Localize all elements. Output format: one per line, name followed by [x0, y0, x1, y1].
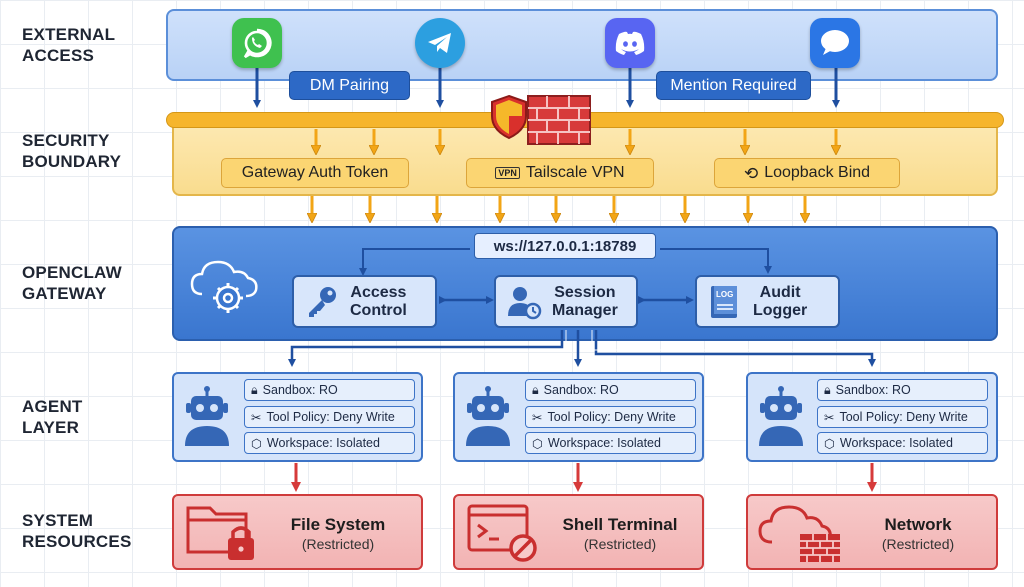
log-book-icon: LOG: [707, 283, 743, 321]
discord-icon: [605, 18, 655, 68]
folder-lock-icon: [184, 500, 264, 566]
tool-policy-text: Tool Policy: Deny Write: [266, 410, 395, 424]
cube-icon: ⬡: [532, 436, 543, 451]
firewall-icon: [527, 95, 591, 145]
sandbox-policy: 🔒︎ Sandbox: RO: [244, 379, 415, 401]
tool-policy: ✂︎ Tool Policy: Deny Write: [525, 406, 696, 428]
tool-policy: ✂︎ Tool Policy: Deny Write: [244, 406, 415, 428]
workspace-policy-text: Workspace: Isolated: [266, 436, 380, 450]
tool-policy: ✂︎ Tool Policy: Deny Write: [817, 406, 988, 428]
audit-logger-label: Audit Logger: [753, 283, 808, 319]
mention-required-label: Mention Required: [656, 71, 811, 100]
sandbox-policy-text: Sandbox: RO: [262, 383, 338, 397]
workspace-policy-text: Workspace: Isolated: [547, 436, 661, 450]
sandbox-policy: 🔒︎ Sandbox: RO: [817, 379, 988, 401]
dm-pairing-label: DM Pairing: [289, 71, 410, 100]
tailscale-vpn-text: Tailscale VPN: [525, 164, 625, 181]
loopback-bind-label: ⟲ Loopback Bind: [714, 158, 900, 188]
workspace-policy: ⬡ Workspace: Isolated: [244, 432, 415, 454]
cube-icon: ⬡: [251, 436, 262, 451]
file-system-sub: (Restricted): [301, 536, 375, 552]
tailscale-vpn-label: VPN Tailscale VPN: [466, 158, 654, 188]
loopback-icon: ⟲: [743, 163, 759, 183]
row-label-security-boundary: SECURITY BOUNDARY: [22, 131, 122, 171]
file-system-card: [172, 494, 423, 570]
access-control-box: Access Control: [292, 275, 437, 328]
telegram-icon: [415, 18, 465, 68]
tools-icon: ✂︎: [532, 410, 543, 425]
cloud-gear-icon: [188, 254, 262, 318]
cube-icon: ⬡: [824, 436, 835, 451]
workspace-policy: ⬡ Workspace: Isolated: [525, 432, 696, 454]
lock-icon: 🔒︎: [251, 382, 258, 397]
sandbox-policy: 🔒︎ Sandbox: RO: [525, 379, 696, 401]
tools-icon: ✂︎: [824, 410, 835, 425]
key-icon: [304, 284, 340, 320]
ws-url-label: ws://127.0.0.1:18789: [474, 233, 656, 259]
audit-logger-box: LOG Audit Logger: [695, 275, 840, 328]
lock-icon: 🔒︎: [824, 382, 831, 397]
network-sub: (Restricted): [881, 536, 955, 552]
loopback-bind-text: Loopback Bind: [764, 164, 871, 181]
tool-policy-text: Tool Policy: Deny Write: [839, 410, 968, 424]
robot-icon: [755, 386, 807, 448]
robot-icon: [462, 386, 514, 448]
row-label-openclaw-gateway: OPENCLAW GATEWAY: [22, 263, 122, 303]
gateway-auth-token-text: Gateway Auth Token: [241, 164, 389, 181]
sandbox-policy-text: Sandbox: RO: [835, 383, 911, 397]
shield-icon: [489, 94, 529, 140]
access-control-label: Access Control: [350, 283, 407, 319]
session-manager-label: Session Manager: [552, 283, 618, 319]
messages-icon: [810, 18, 860, 68]
user-clock-icon: [506, 284, 542, 320]
gateway-auth-token-label: Gateway Auth Token: [221, 158, 409, 188]
tool-policy-text: Tool Policy: Deny Write: [547, 410, 676, 424]
lock-icon: 🔒︎: [532, 382, 539, 397]
vpn-badge-icon: VPN: [495, 167, 520, 179]
cloud-firewall-icon: [758, 500, 846, 566]
shell-terminal-title: Shell Terminal: [562, 515, 678, 534]
workspace-policy-text: Workspace: Isolated: [839, 436, 953, 450]
row-label-agent-layer: AGENT LAYER: [22, 397, 83, 437]
row-label-system-resources: SYSTEM RESOURCES: [22, 511, 132, 551]
session-manager-box: Session Manager: [494, 275, 638, 328]
sandbox-policy-text: Sandbox: RO: [543, 383, 619, 397]
workspace-policy: ⬡ Workspace: Isolated: [817, 432, 988, 454]
terminal-blocked-icon: [466, 503, 546, 565]
shell-terminal-sub: (Restricted): [583, 536, 657, 552]
file-system-title: File System: [290, 515, 386, 534]
network-title: Network: [884, 515, 952, 534]
log-badge: LOG: [716, 289, 734, 299]
tools-icon: ✂︎: [251, 410, 262, 425]
robot-icon: [181, 386, 233, 448]
whatsapp-icon: [232, 18, 282, 68]
row-label-external-access: EXTERNAL ACCESS: [22, 25, 116, 65]
